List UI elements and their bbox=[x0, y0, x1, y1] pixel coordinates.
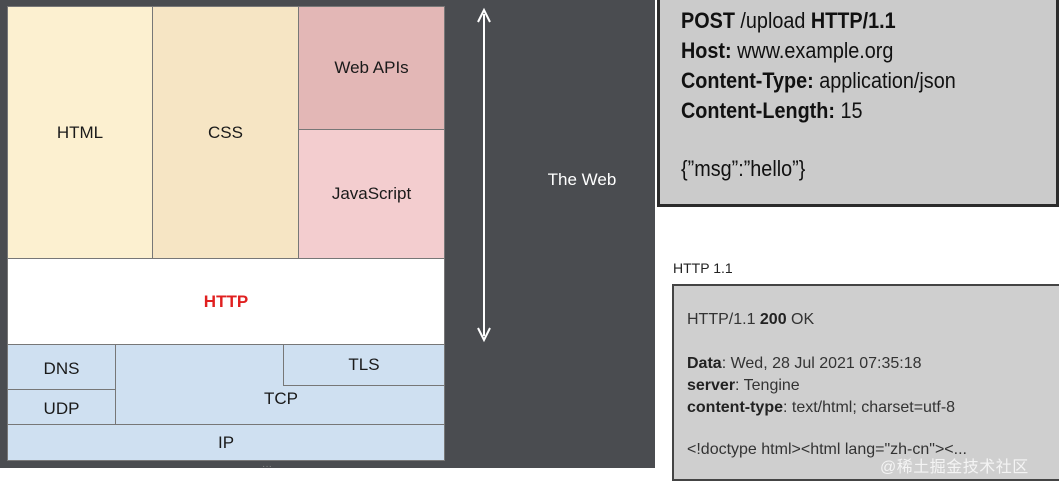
header-key: content-type bbox=[687, 399, 783, 416]
html-layer: HTML bbox=[7, 6, 153, 259]
watermark: @稀土掘金技术社区 bbox=[880, 459, 1029, 476]
header-key: Content-Type: bbox=[681, 68, 814, 93]
header-value: : Wed, 28 Jul 2021 07:35:18 bbox=[721, 355, 922, 372]
header-value: : text/html; charset=utf-8 bbox=[783, 399, 956, 416]
web-arrow bbox=[477, 7, 491, 343]
request-content-length-header: Content-Length: 15 bbox=[681, 96, 1019, 126]
status-line: HTTP/1.1 200 OK bbox=[687, 309, 1059, 331]
javascript-layer: JavaScript bbox=[298, 129, 445, 259]
javascript-label: JavaScript bbox=[331, 184, 412, 203]
response-server-header: server: Tengine bbox=[687, 375, 1059, 397]
status-version: HTTP/1.1 bbox=[687, 311, 760, 328]
ip-layer: IP bbox=[7, 424, 445, 461]
ellipsis-marker: ··· bbox=[262, 461, 272, 472]
html-label: HTML bbox=[56, 122, 104, 142]
udp-layer: UDP bbox=[7, 389, 116, 425]
http-response-panel: HTTP/1.1 200 OK Data: Wed, 28 Jul 2021 0… bbox=[672, 284, 1059, 481]
web-apis-label: Web APIs bbox=[334, 58, 409, 77]
response-body: <!doctype html><html lang="zh-cn"><... bbox=[687, 441, 967, 458]
header-key: server bbox=[687, 377, 736, 394]
status-text: OK bbox=[786, 311, 815, 328]
ip-label: IP bbox=[217, 432, 235, 452]
dns-label: DNS bbox=[43, 359, 80, 378]
response-title: HTTP 1.1 bbox=[673, 260, 733, 276]
response-content-type-header: content-type: text/html; charset=utf-8 bbox=[687, 397, 1059, 419]
response-data-header: Data: Wed, 28 Jul 2021 07:35:18 bbox=[687, 353, 1059, 375]
request-content-type-header: Content-Type: application/json bbox=[681, 66, 1019, 96]
http-request-panel: POST /upload HTTP/1.1 Host: www.example.… bbox=[657, 0, 1059, 207]
http-label: HTTP bbox=[203, 291, 249, 311]
request-version: HTTP/1.1 bbox=[810, 8, 896, 33]
udp-label: UDP bbox=[43, 399, 80, 418]
dns-layer: DNS bbox=[7, 344, 116, 390]
request-body: {”msg”:”hello”} bbox=[681, 156, 806, 181]
header-key: Host: bbox=[681, 38, 732, 63]
header-value: application/json bbox=[813, 68, 956, 93]
tls-layer: TLS bbox=[283, 344, 445, 386]
tls-label: TLS bbox=[348, 355, 380, 374]
header-value: www.example.org bbox=[731, 38, 894, 63]
request-line: POST /upload HTTP/1.1 bbox=[681, 6, 1019, 36]
css-label: CSS bbox=[208, 122, 243, 142]
web-apis-layer: Web APIs bbox=[298, 6, 445, 130]
request-host-header: Host: www.example.org bbox=[681, 36, 1019, 66]
header-value: : Tengine bbox=[735, 377, 800, 394]
status-code: 200 bbox=[759, 311, 787, 328]
http-layer: HTTP bbox=[7, 258, 445, 345]
tcp-label: TCP bbox=[264, 388, 298, 408]
the-web-label: The Web bbox=[547, 170, 617, 189]
header-key: Data bbox=[687, 355, 722, 372]
css-layer: CSS bbox=[152, 6, 299, 259]
request-method: POST bbox=[681, 8, 735, 33]
request-path: /upload bbox=[734, 8, 811, 33]
header-key: Content-Length: bbox=[681, 98, 835, 123]
header-value: 15 bbox=[834, 98, 863, 123]
